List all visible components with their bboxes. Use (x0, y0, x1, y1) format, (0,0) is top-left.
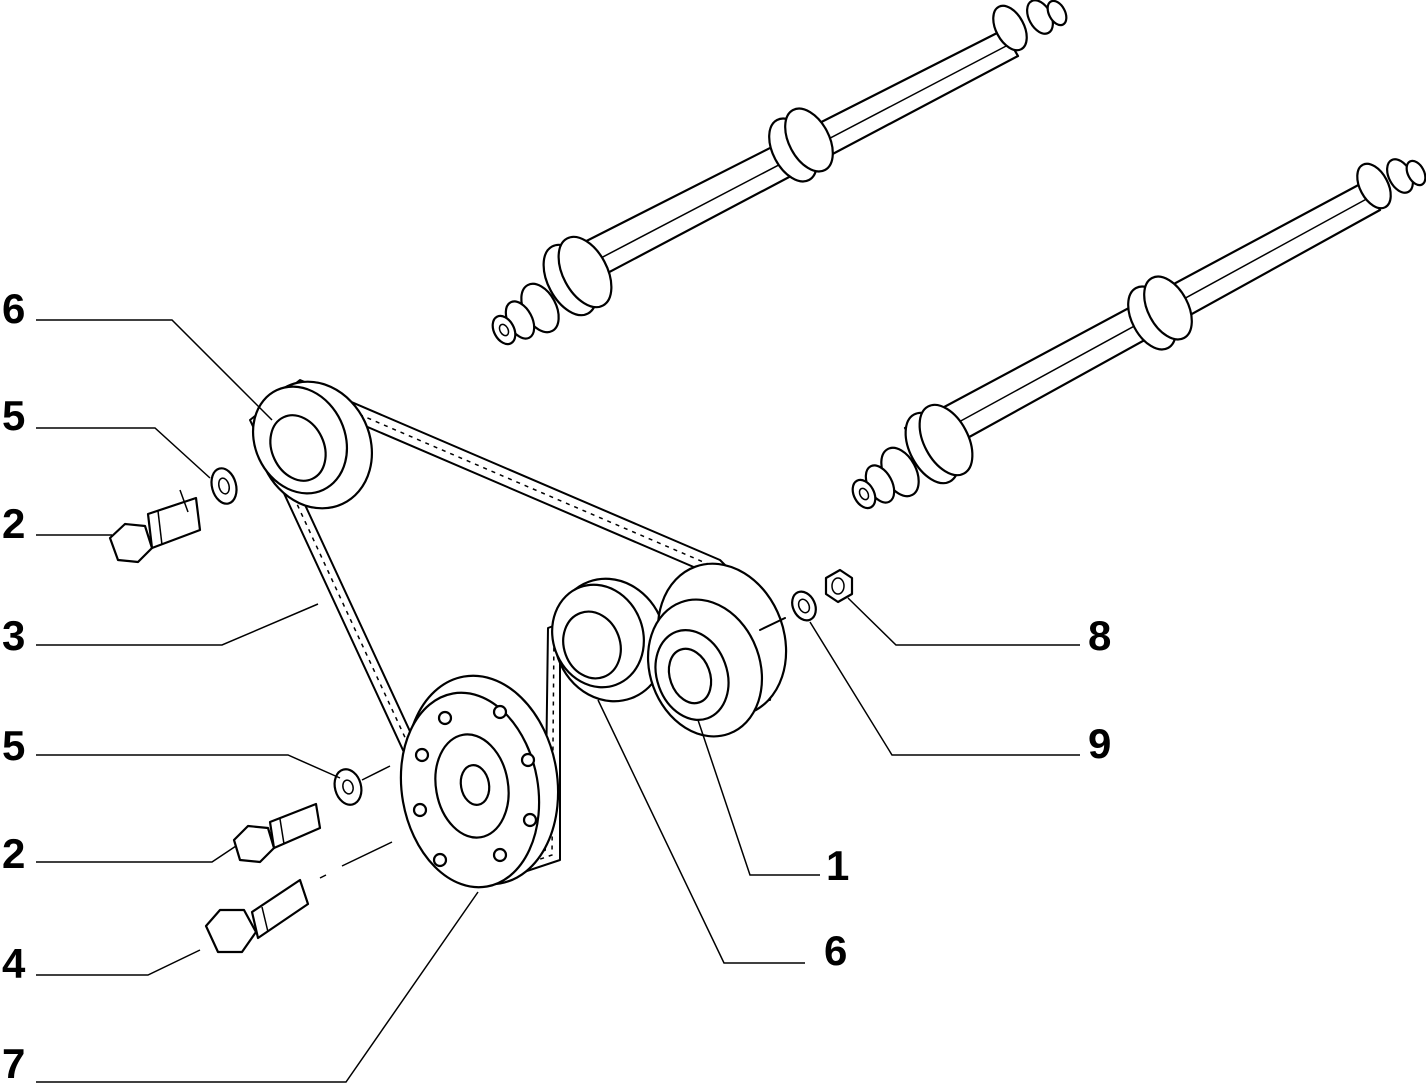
callout-5-upper: 5 (2, 392, 25, 439)
camshaft-upper (491, 0, 1068, 346)
callouts: 6 5 2 3 5 2 4 7 8 9 1 6 (2, 285, 1111, 1087)
spring-washer (791, 590, 817, 622)
camshaft-sprocket (646, 562, 788, 738)
idler-pulley-upper (251, 380, 374, 510)
hex-nut (824, 568, 854, 604)
bolt-middle (232, 802, 322, 864)
callout-6-upper: 6 (2, 285, 25, 332)
leader-lines (36, 319, 1080, 1083)
callout-3: 3 (2, 612, 25, 659)
callout-8: 8 (1088, 612, 1111, 659)
callout-5-middle: 5 (2, 722, 25, 769)
crankshaft-sprocket (399, 674, 560, 889)
bolt-lower (204, 878, 310, 954)
callout-4: 4 (2, 940, 26, 987)
callout-9: 9 (1088, 720, 1111, 767)
callout-1: 1 (826, 842, 849, 889)
tensioner-pulley (551, 577, 667, 703)
callout-7: 7 (2, 1040, 25, 1087)
washer-upper (210, 467, 238, 505)
washer-middle (333, 768, 363, 806)
callout-2-upper: 2 (2, 500, 25, 547)
camshaft-lower (851, 158, 1426, 510)
bolt-upper (108, 489, 202, 564)
callout-6-lower: 6 (824, 927, 847, 974)
callout-2-middle: 2 (2, 830, 25, 877)
